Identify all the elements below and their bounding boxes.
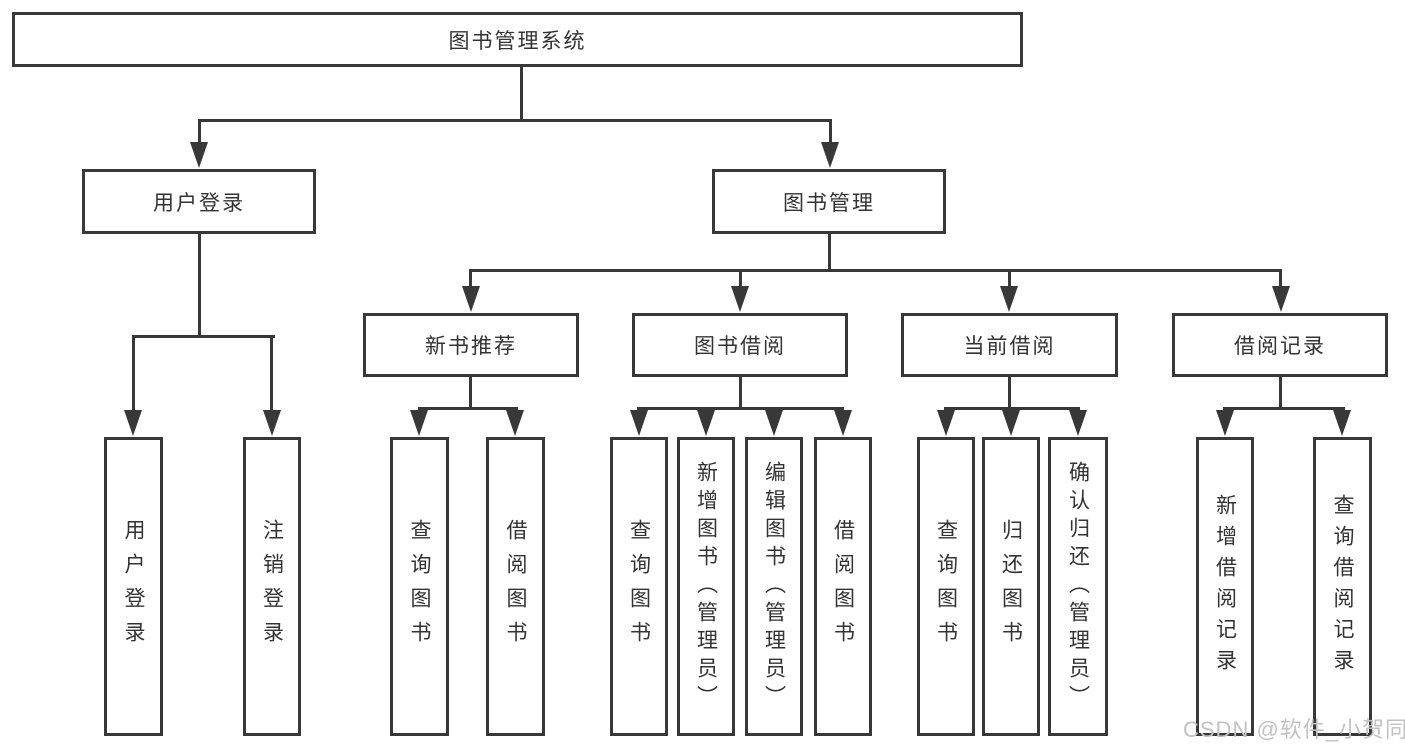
arrow-down-icon: [731, 286, 749, 312]
connector-level2-bus: [198, 119, 832, 122]
connector-stem-book-borrowing: [739, 269, 742, 289]
node-label: 新增借阅记录: [1213, 493, 1237, 680]
connector-user-login-bus: [132, 335, 275, 338]
node-label: 查询借阅记录: [1331, 493, 1354, 680]
node-label: 查询图书: [408, 518, 431, 655]
node-label: 借阅图书: [831, 518, 855, 655]
node-label: 查询图书: [934, 518, 958, 655]
connector-current-borrowing-bus: [944, 407, 1080, 410]
connector-book-borrowing-stub: [739, 377, 742, 410]
connector-root-stub: [520, 66, 523, 119]
arrow-down-icon: [462, 286, 480, 312]
arrow-down-icon: [765, 410, 783, 436]
leaf-return-books: 归还图书: [982, 437, 1040, 736]
connector-new-book-stub: [469, 377, 472, 410]
arrow-down-icon: [190, 142, 208, 168]
arrow-down-icon: [1333, 410, 1351, 436]
leaf-query-books-borrowing: 查询图书: [610, 437, 668, 736]
arrow-down-icon: [821, 142, 839, 168]
connector-stem-borrowing-records: [1279, 269, 1282, 289]
node-label: 注销登录: [260, 518, 284, 655]
leaf-add-books-admin: 新增图书（管理员）: [677, 437, 735, 736]
arrow-down-icon: [1000, 286, 1018, 312]
node-label: 借阅图书: [504, 518, 527, 655]
leaf-logout: 注销登录: [243, 437, 301, 736]
arrow-down-icon: [263, 410, 281, 436]
connector-level3-bus: [470, 269, 1282, 272]
node-label: 新书推荐: [425, 335, 517, 358]
node-book-borrowing: 图书借阅: [632, 313, 848, 377]
node-library-management-system: 图书管理系统: [12, 12, 1023, 67]
connector-book-borrowing-bus: [637, 407, 844, 410]
arrow-down-icon: [124, 410, 142, 436]
connector-stem-user-login: [198, 119, 201, 146]
arrow-down-icon: [1002, 410, 1020, 436]
node-borrowing-records: 借阅记录: [1172, 313, 1388, 377]
connector-borrowing-records-bus: [1223, 407, 1345, 410]
node-new-book-recommendation: 新书推荐: [363, 313, 579, 377]
connector-stem-leaf: [132, 335, 135, 412]
connector-stem-book-management: [829, 119, 832, 146]
leaf-confirm-return-admin: 确认归还（管理员）: [1048, 437, 1108, 736]
node-label: 图书管理系统: [448, 29, 587, 53]
connector-borrowing-records-stub: [1279, 377, 1282, 410]
connector-stem-current-borrowing: [1008, 269, 1011, 289]
connector-book-management-stub: [828, 234, 831, 271]
connector-stem-leaf: [270, 335, 273, 412]
node-current-borrowing: 当前借阅: [901, 313, 1118, 377]
arrow-down-icon: [1272, 286, 1290, 312]
node-book-management: 图书管理: [712, 169, 946, 234]
node-label: 用户登录: [153, 191, 245, 215]
leaf-query-books-current: 查询图书: [917, 437, 975, 736]
node-label: 图书管理: [783, 191, 875, 215]
leaf-add-borrow-record: 新增借阅记录: [1196, 437, 1254, 736]
node-label: 用户登录: [122, 518, 145, 655]
node-label: 确认归还（管理员）: [1066, 460, 1090, 713]
node-label: 新增图书（管理员）: [694, 460, 718, 713]
arrow-down-icon: [506, 410, 524, 436]
node-label: 当前借阅: [963, 335, 1056, 358]
node-label: 借阅记录: [1234, 335, 1326, 358]
node-label: 归还图书: [999, 518, 1023, 655]
node-label: 编辑图书（管理员）: [762, 460, 786, 713]
arrow-down-icon: [1069, 410, 1087, 436]
arrow-down-icon: [937, 410, 955, 436]
arrow-down-icon: [410, 410, 428, 436]
leaf-query-borrow-record: 查询借阅记录: [1313, 437, 1372, 736]
leaf-borrow-books-borrowing: 借阅图书: [814, 437, 872, 736]
leaf-user-login: 用户登录: [104, 437, 163, 736]
leaf-edit-books-admin: 编辑图书（管理员）: [745, 437, 803, 736]
node-user-login: 用户登录: [82, 169, 316, 234]
arrow-down-icon: [630, 410, 648, 436]
arrow-down-icon: [1216, 410, 1234, 436]
connector-current-borrowing-stub: [1008, 377, 1011, 410]
connector-stem-new-book: [469, 269, 472, 289]
connector-user-login-stub: [198, 234, 201, 337]
csdn-watermark: CSDN @软件_小贺同学: [1183, 717, 1405, 742]
node-label: 图书借阅: [694, 335, 786, 358]
connector-new-book-bus: [418, 407, 518, 410]
leaf-query-books-recommend: 查询图书: [390, 437, 449, 736]
leaf-borrow-books-recommend: 借阅图书: [486, 437, 545, 736]
arrow-down-icon: [697, 410, 715, 436]
arrow-down-icon: [834, 410, 852, 436]
node-label: 查询图书: [627, 518, 651, 655]
